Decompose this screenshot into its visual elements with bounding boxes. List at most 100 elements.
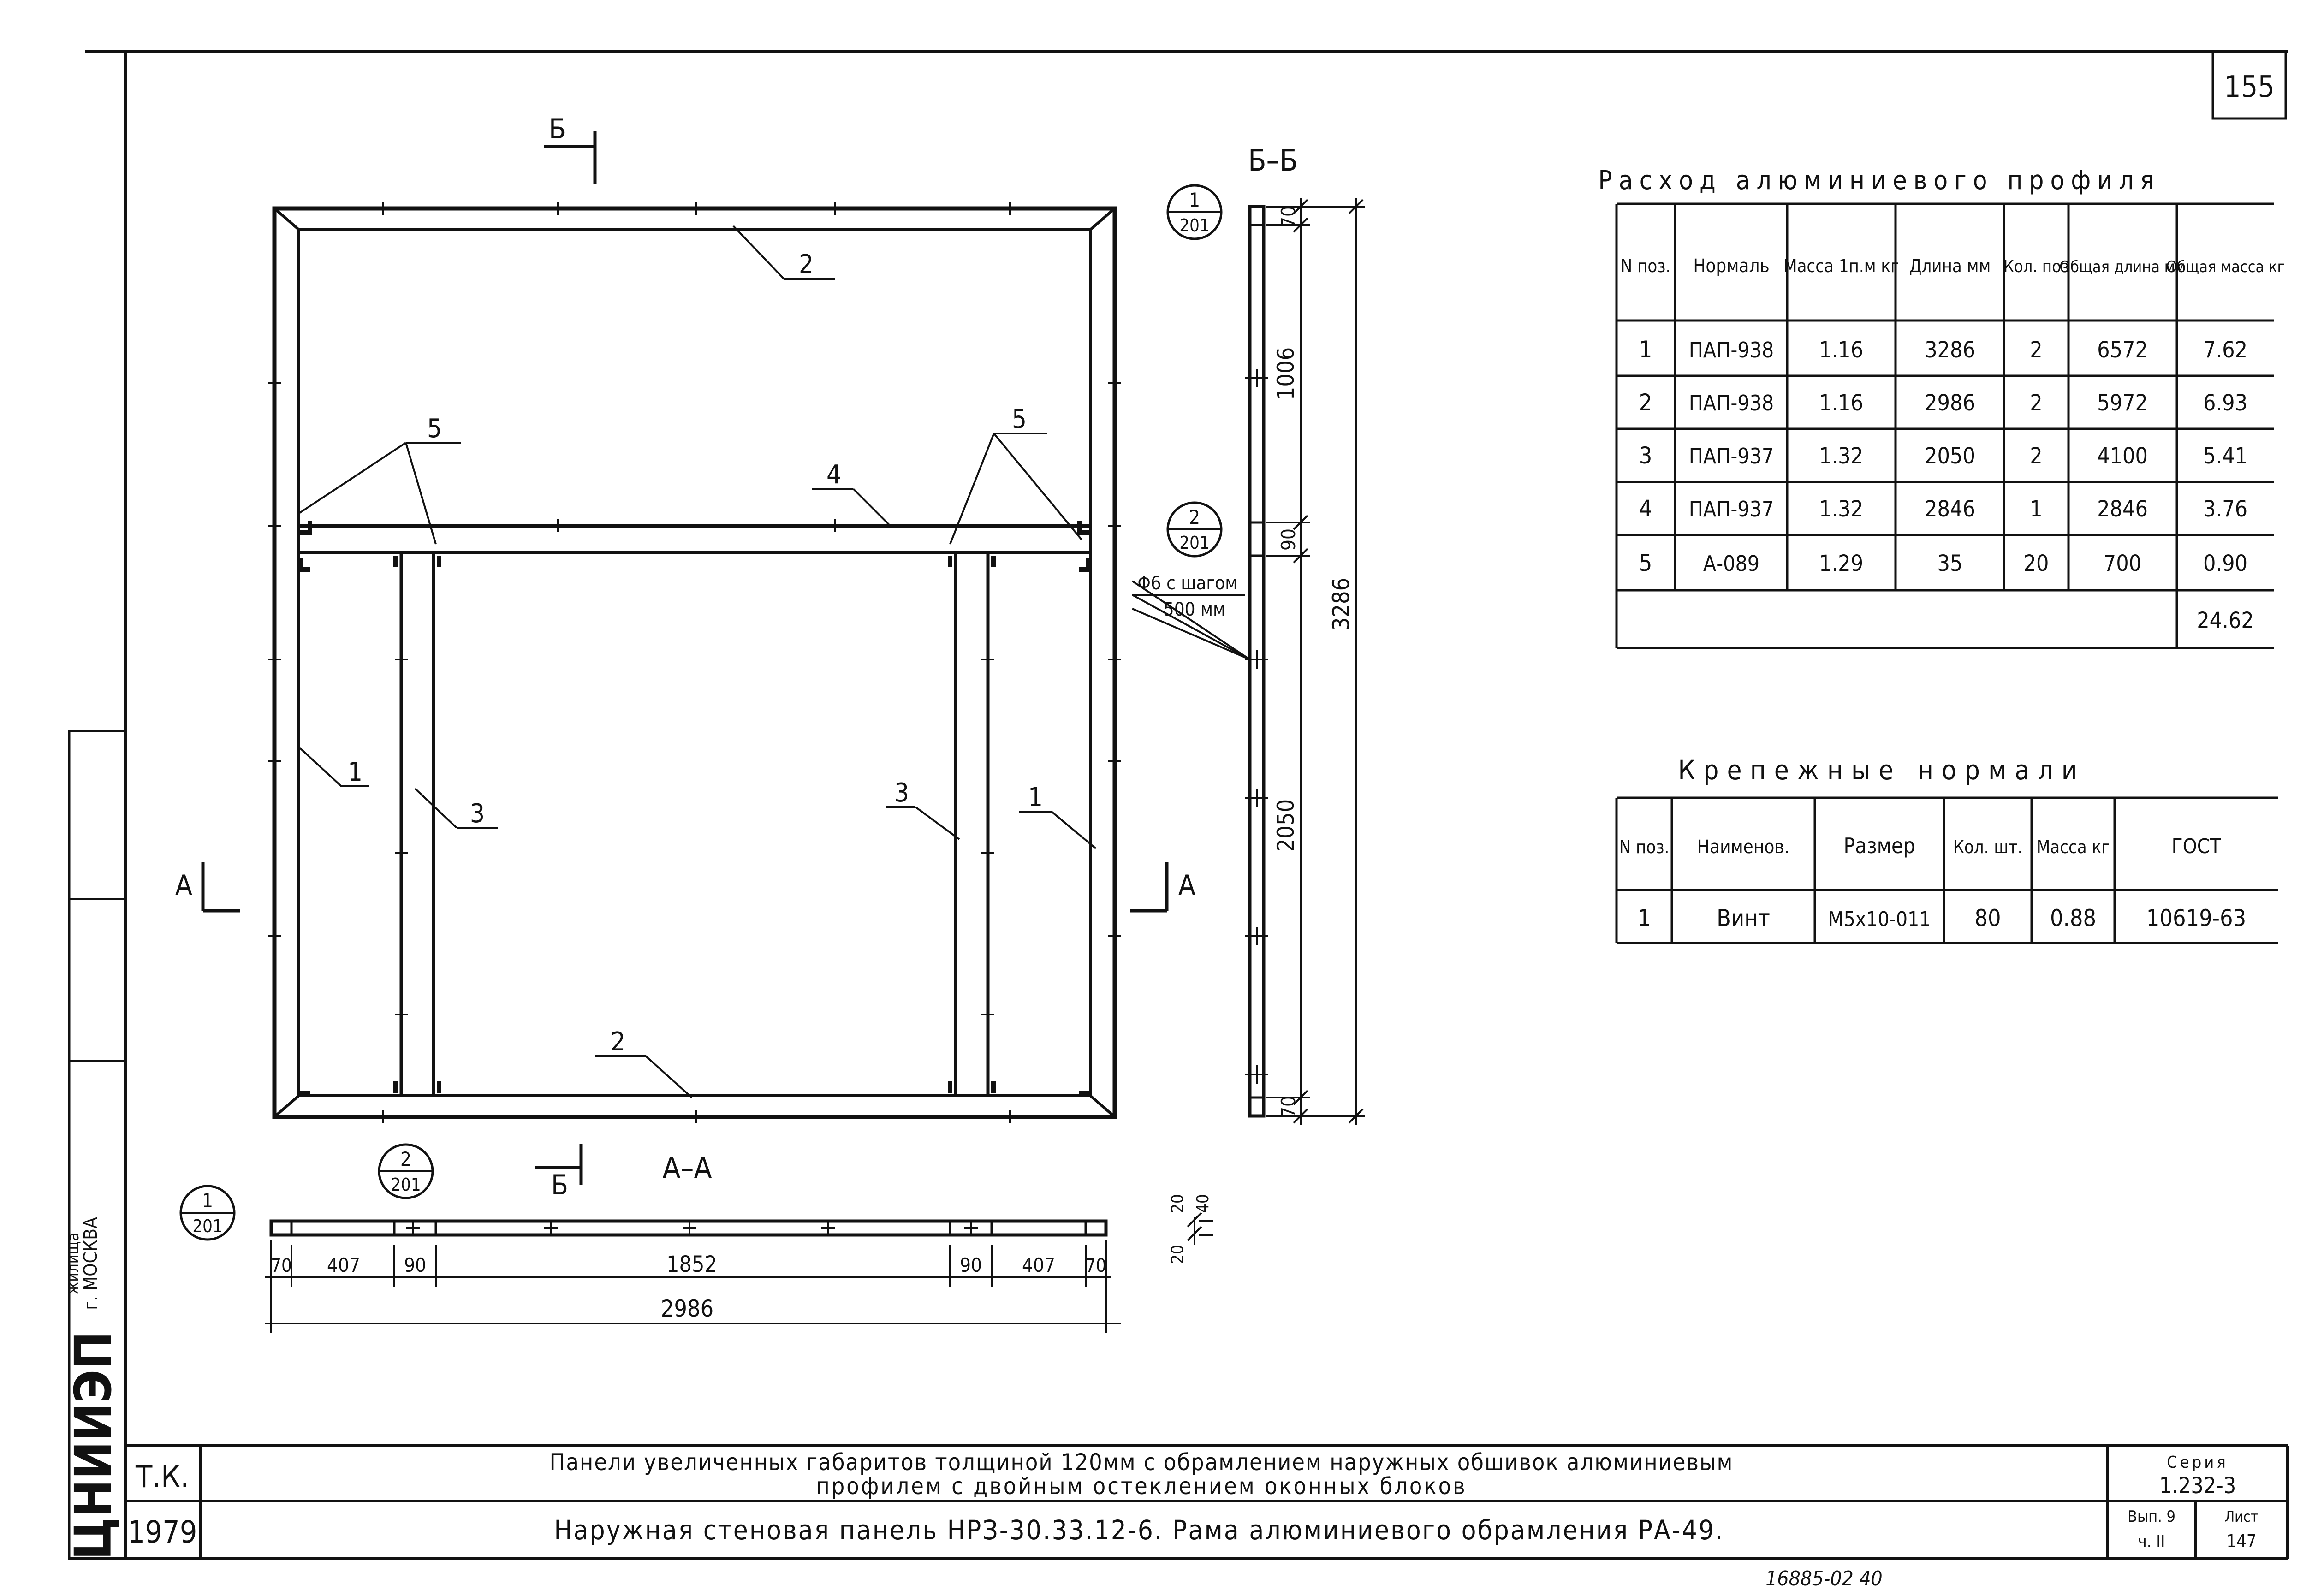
header-length: Длина мм [1909,256,1991,276]
profile-row-5: 5 А-089 1.29 35 20 700 0.90 [1639,550,2247,576]
project-title-line2: профилем с двойным остеклением оконных б… [816,1473,1467,1500]
cell: 5.41 [2203,443,2247,469]
cell: ПАП-938 [1689,338,1774,362]
bb-dim-70-bottom: 70 [1277,1096,1300,1118]
issue-value: ч. II [2138,1532,2165,1551]
cell: 3286 [1925,337,1975,363]
cell: 0.88 [2050,905,2096,931]
header-qty: Кол. поз [2003,257,2069,276]
title-block: Т.К. 1979 Панели увеличенных габаритов т… [125,1444,2289,1559]
cell: 3 [1639,442,1652,469]
section-bb [1245,198,1365,1125]
fastener-row-1: 1 Винт М5х10-011 80 0.88 10619-63 [1638,905,2247,931]
callout-2-den: 201 [1179,533,1209,553]
header-total-length: Общая длина мм [2059,258,2186,276]
aa-dim-70-right: 70 [1085,1255,1106,1276]
aa-dim-overall: 2986 [661,1295,713,1322]
aa-thickness-20-bottom: 20 [1168,1245,1187,1264]
cell: ПАП-937 [1689,444,1774,469]
cell: 1 [1639,336,1652,363]
organization-city: г. МОСКВА [80,1217,101,1310]
detail-callout: 1 201 [179,1185,236,1241]
organization-name: жилища [64,1233,83,1294]
callout-2-num: 2 [1189,506,1200,528]
position-3-left: 3 [470,799,485,829]
profile-total: 24.62 [2197,608,2254,634]
header-pos: N поз. [1619,837,1670,857]
bottom-note: 16885-02 40 [1765,1567,1882,1590]
cell: ПАП-937 [1689,497,1774,522]
fastener-table-title: Крепежные нормали [1678,754,2085,786]
aa-dim-90-left: 90 [404,1254,426,1276]
cut-a-right: А [1178,869,1195,902]
profile-row-1: 1 ПАП-938 1.16 3286 2 6572 7.62 [1639,336,2247,363]
sheet-value: 147 [2226,1531,2256,1551]
section-aa-title: А–А [662,1151,712,1186]
page-number-box: 155 [2211,50,2287,120]
aa-dim-407-right: 407 [1022,1254,1055,1276]
cell: 1 [1638,905,1651,931]
cell: 6572 [2097,337,2148,363]
cell: 80 [1974,905,2001,931]
page-number: 155 [2224,70,2275,104]
cell: 0.90 [2203,551,2247,576]
cell: 5 [1639,550,1652,576]
profile-row-4: 4 ПАП-937 1.32 2846 1 2846 3.76 [1639,495,2247,522]
position-numbers: 2 2 4 5 5 1 3 3 1 [348,249,1043,1057]
callout-1-den: 201 [1179,215,1209,236]
cut-b-bottom: Б [551,1169,568,1201]
cut-b-top: Б [549,113,566,145]
cell: 1.16 [1819,390,1863,416]
organization-letters: ЦНИИЭП [64,1331,123,1560]
project-title-line1: Панели увеличенных габаритов толщиной 12… [550,1449,1734,1476]
profile-table-title: Расход алюминиевого профиля [1598,166,2160,196]
sheet-label: Лист [2225,1508,2258,1525]
cut-marks [201,131,1169,1185]
position-4: 4 [826,460,841,490]
bb-dim-2050: 2050 [1272,799,1299,852]
series-label: Серия [2167,1453,2229,1472]
position-2-bottom: 2 [611,1027,625,1057]
position-2-top: 2 [799,249,814,279]
bb-dim-overall: 3286 [1328,578,1355,630]
section-bb-title: Б–Б [1248,144,1298,178]
cell: 7.62 [2203,337,2247,363]
cell: М5х10-011 [1828,908,1931,931]
cell: 2846 [2097,496,2148,522]
title-block-tk: Т.К. [135,1459,189,1495]
cell: 700 [2104,551,2141,576]
profile-table: N поз. Нормаль Масса 1п.м кг Длина мм Ко… [1615,202,2285,649]
cell: 1 [2030,496,2042,522]
callout-4-den: 201 [391,1175,421,1195]
callout-4-num: 2 [400,1148,411,1170]
position-labels [298,225,1097,1098]
cell: 2986 [1925,390,1975,416]
cell: 2 [2030,337,2042,363]
anchor-note: Φ6 с шагом 500 мм [1131,573,1251,660]
header-size: Размер [1843,833,1915,858]
cell: 3.76 [2203,496,2247,522]
cell: 2 [1639,389,1652,416]
aa-dim-90-right: 90 [960,1254,982,1276]
bb-dim-1006: 1006 [1272,347,1299,400]
cut-letters: Б А А Б [175,113,1195,1201]
position-5-left: 5 [427,414,442,444]
position-1-right: 1 [1028,783,1043,813]
position-5-right: 5 [1012,404,1027,434]
callout-3-num: 1 [202,1189,213,1212]
detail-callout: 2 201 [1166,501,1223,558]
detail-callout: 2 201 [378,1143,434,1199]
cell: 2846 [1925,496,1975,522]
anchor-note-line1: Φ6 с шагом [1138,573,1238,594]
cell: Винт [1717,905,1770,931]
position-1-left: 1 [348,757,363,787]
aa-dim-1852: 1852 [666,1252,717,1277]
fastener-table: N поз. Наименов. Размер Кол. шт. Масса к… [1615,796,2278,944]
aa-dim-70-left: 70 [271,1255,292,1276]
aa-dim-407-left: 407 [327,1254,360,1276]
callout-1-num: 1 [1189,189,1200,211]
header-total-mass: Общая масса кг [2166,258,2284,276]
cut-a-left: А [175,869,192,902]
cell: 2 [2030,443,2042,469]
